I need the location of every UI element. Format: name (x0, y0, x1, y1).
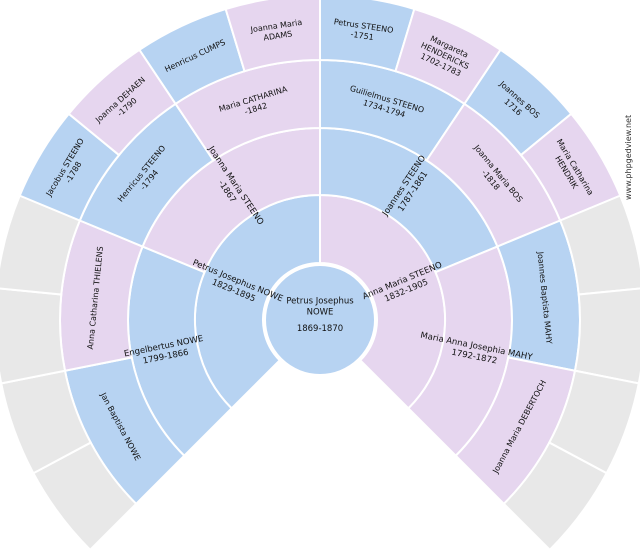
center-person-dates: 1869-1870 (297, 324, 343, 334)
site-watermark: www.phpgedview.net (624, 114, 633, 200)
ring4-segment-15 (502, 441, 608, 550)
center-person-circle[interactable] (264, 264, 376, 376)
ring4-segment-2 (0, 287, 67, 385)
ring4-segment-13 (573, 287, 640, 385)
